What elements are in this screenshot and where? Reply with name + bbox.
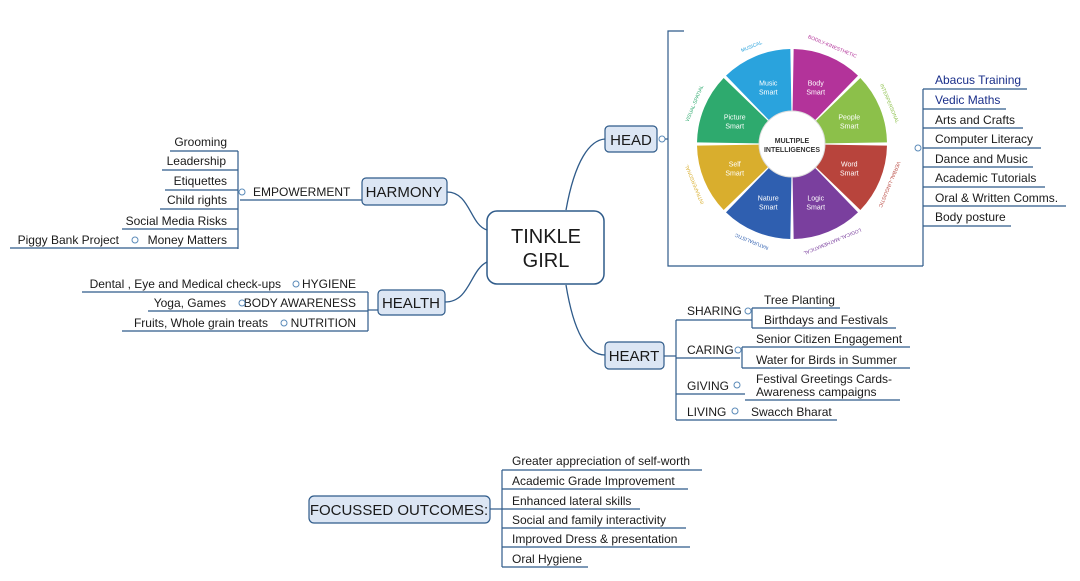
heart-title: HEART bbox=[609, 348, 660, 365]
collapse-icon[interactable] bbox=[280, 319, 288, 327]
head-item-6: Academic Tutorials bbox=[935, 171, 1036, 185]
outcomes-title: FOCUSSED OUTCOMES: bbox=[310, 502, 488, 519]
center-line2: GIRL bbox=[523, 250, 570, 272]
piggy-bank-label: Piggy Bank Project bbox=[18, 233, 120, 247]
head-item-7: Oral & Written Comms. bbox=[935, 191, 1058, 205]
sharing-label: SHARING bbox=[687, 304, 742, 318]
outcome-item-2: Academic Grade Improvement bbox=[512, 474, 675, 488]
body-awareness-item: Yoga, Games bbox=[154, 296, 226, 310]
collapse-icon[interactable] bbox=[744, 307, 752, 315]
head-item-5: Dance and Music bbox=[935, 152, 1028, 166]
collapse-icon[interactable] bbox=[238, 188, 246, 196]
head-title: HEAD bbox=[610, 132, 652, 149]
money-matters-label: Money Matters bbox=[148, 233, 227, 247]
outcome-item-1: Greater appreciation of self-worth bbox=[512, 454, 690, 468]
wheel-center-line2: INTELLIGENCES bbox=[764, 147, 820, 154]
harmony-item-2: Leadership bbox=[167, 154, 227, 168]
collapse-icon[interactable] bbox=[733, 381, 741, 389]
collapse-icon[interactable] bbox=[731, 407, 739, 415]
sharing-item-1: Tree Planting bbox=[764, 293, 835, 307]
wheel-segment-label-3-2: Smart bbox=[840, 171, 859, 178]
body-awareness-label: BODY AWARENESS bbox=[244, 296, 356, 310]
wheel-segment-4 bbox=[792, 167, 858, 239]
harmony-node[interactable] bbox=[361, 177, 448, 206]
center-line1: TINKLE bbox=[511, 226, 581, 248]
wheel-segment-label-6-2: Smart bbox=[725, 171, 744, 178]
wheel-segment-label-4-1: Logic bbox=[807, 195, 824, 202]
collapse-icon[interactable] bbox=[292, 280, 300, 288]
wheel-outer-label-0: MUSICAL bbox=[740, 40, 763, 54]
outcome-item-6: Oral Hygiene bbox=[512, 552, 582, 566]
wheel-segment-label-0-1: Music bbox=[759, 81, 778, 88]
outcomes-branch: FOCUSSED OUTCOMES: Greater appreciation … bbox=[308, 454, 702, 568]
sharing-item-2: Birthdays and Festivals bbox=[764, 313, 888, 327]
collapse-icon[interactable] bbox=[238, 299, 246, 307]
wheel-segment-label-2-2: Smart bbox=[840, 123, 859, 130]
collapse-icon[interactable] bbox=[131, 236, 139, 244]
outcome-item-4: Social and family interactivity bbox=[512, 513, 666, 527]
giving-label: GIVING bbox=[687, 379, 729, 393]
head-item-8: Body posture bbox=[935, 210, 1006, 224]
head-branch: HEAD Abacus Training Vedic Maths Arts an… bbox=[604, 30, 1066, 267]
hygiene-item: Dental , Eye and Medical check-ups bbox=[90, 277, 281, 291]
giving-item-line1: Festival Greetings Cards- bbox=[756, 372, 892, 386]
wheel-segment-label-2-1: People bbox=[838, 114, 860, 121]
wheel-segment-7 bbox=[697, 78, 769, 144]
caring-label: CARING bbox=[687, 343, 734, 357]
caring-item-2: Water for Birds in Summer bbox=[756, 353, 897, 367]
wheel-segment-label-7-2: Smart bbox=[725, 123, 744, 130]
wheel-segment-3 bbox=[815, 144, 887, 210]
wheel-segment-label-0-2: Smart bbox=[759, 90, 778, 97]
harmony-item-5: Social Media Risks bbox=[126, 214, 227, 228]
wheel-segment-label-3-1: Word bbox=[841, 162, 858, 169]
wheel-center-line1: MULTIPLE bbox=[775, 138, 810, 145]
health-title: HEALTH bbox=[382, 295, 440, 312]
main-connectors bbox=[444, 138, 606, 356]
wheel-segment-2 bbox=[815, 78, 887, 144]
wheel-segment-1 bbox=[792, 49, 858, 121]
harmony-item-4: Child rights bbox=[167, 193, 227, 207]
wheel-segment-label-5-2: Smart bbox=[759, 204, 778, 211]
health-node[interactable] bbox=[377, 289, 446, 316]
empowerment-label: EMPOWERMENT bbox=[253, 185, 351, 199]
living-label: LIVING bbox=[687, 405, 726, 419]
outcome-item-5: Improved Dress & presentation bbox=[512, 532, 677, 546]
head-item-3: Arts and Crafts bbox=[935, 113, 1015, 127]
wheel-segment-0 bbox=[726, 49, 792, 121]
collapse-icon[interactable] bbox=[734, 346, 742, 354]
harmony-title: HARMONY bbox=[366, 184, 443, 201]
caring-item-1: Senior Citizen Engagement bbox=[756, 332, 903, 346]
head-item-2-link[interactable]: Vedic Maths bbox=[935, 93, 1000, 107]
wheel-segment-6 bbox=[697, 144, 769, 210]
wheel-segment-label-1-1: Body bbox=[808, 81, 824, 88]
harmony-item-3: Etiquettes bbox=[174, 174, 227, 188]
harmony-item-1: Grooming bbox=[174, 135, 227, 149]
wheel-segment-label-6-1: Self bbox=[729, 162, 741, 169]
health-branch: HEALTH HYGIENE Dental , Eye and Medical … bbox=[82, 277, 446, 332]
wheel-segment-5 bbox=[726, 167, 792, 239]
wheel-segment-label-4-2: Smart bbox=[806, 204, 825, 211]
giving-item-line2: Awareness campaigns bbox=[756, 385, 877, 399]
heart-branch: HEART SHARING Tree Planting Birthdays an… bbox=[604, 293, 910, 421]
head-node[interactable] bbox=[604, 125, 658, 153]
head-item-1-link[interactable]: Abacus Training bbox=[935, 73, 1021, 87]
living-item: Swacch Bharat bbox=[751, 405, 832, 419]
head-item-4: Computer Literacy bbox=[935, 132, 1033, 146]
collapse-icon[interactable] bbox=[658, 135, 666, 143]
wheel-segment-label-7-1: Picture bbox=[724, 114, 746, 121]
nutrition-label: NUTRITION bbox=[291, 316, 356, 330]
hygiene-label: HYGIENE bbox=[302, 277, 356, 291]
center-node: TINKLE GIRL bbox=[486, 210, 605, 285]
nutrition-item: Fruits, Whole grain treats bbox=[134, 316, 268, 330]
outcome-item-3: Enhanced lateral skills bbox=[512, 494, 631, 508]
harmony-branch: HARMONY EMPOWERMENT Grooming Leadership … bbox=[10, 135, 448, 249]
wheel-segment-label-1-2: Smart bbox=[806, 90, 825, 97]
wheel-segment-label-5-1: Nature bbox=[758, 195, 779, 202]
collapse-icon[interactable] bbox=[914, 144, 922, 152]
